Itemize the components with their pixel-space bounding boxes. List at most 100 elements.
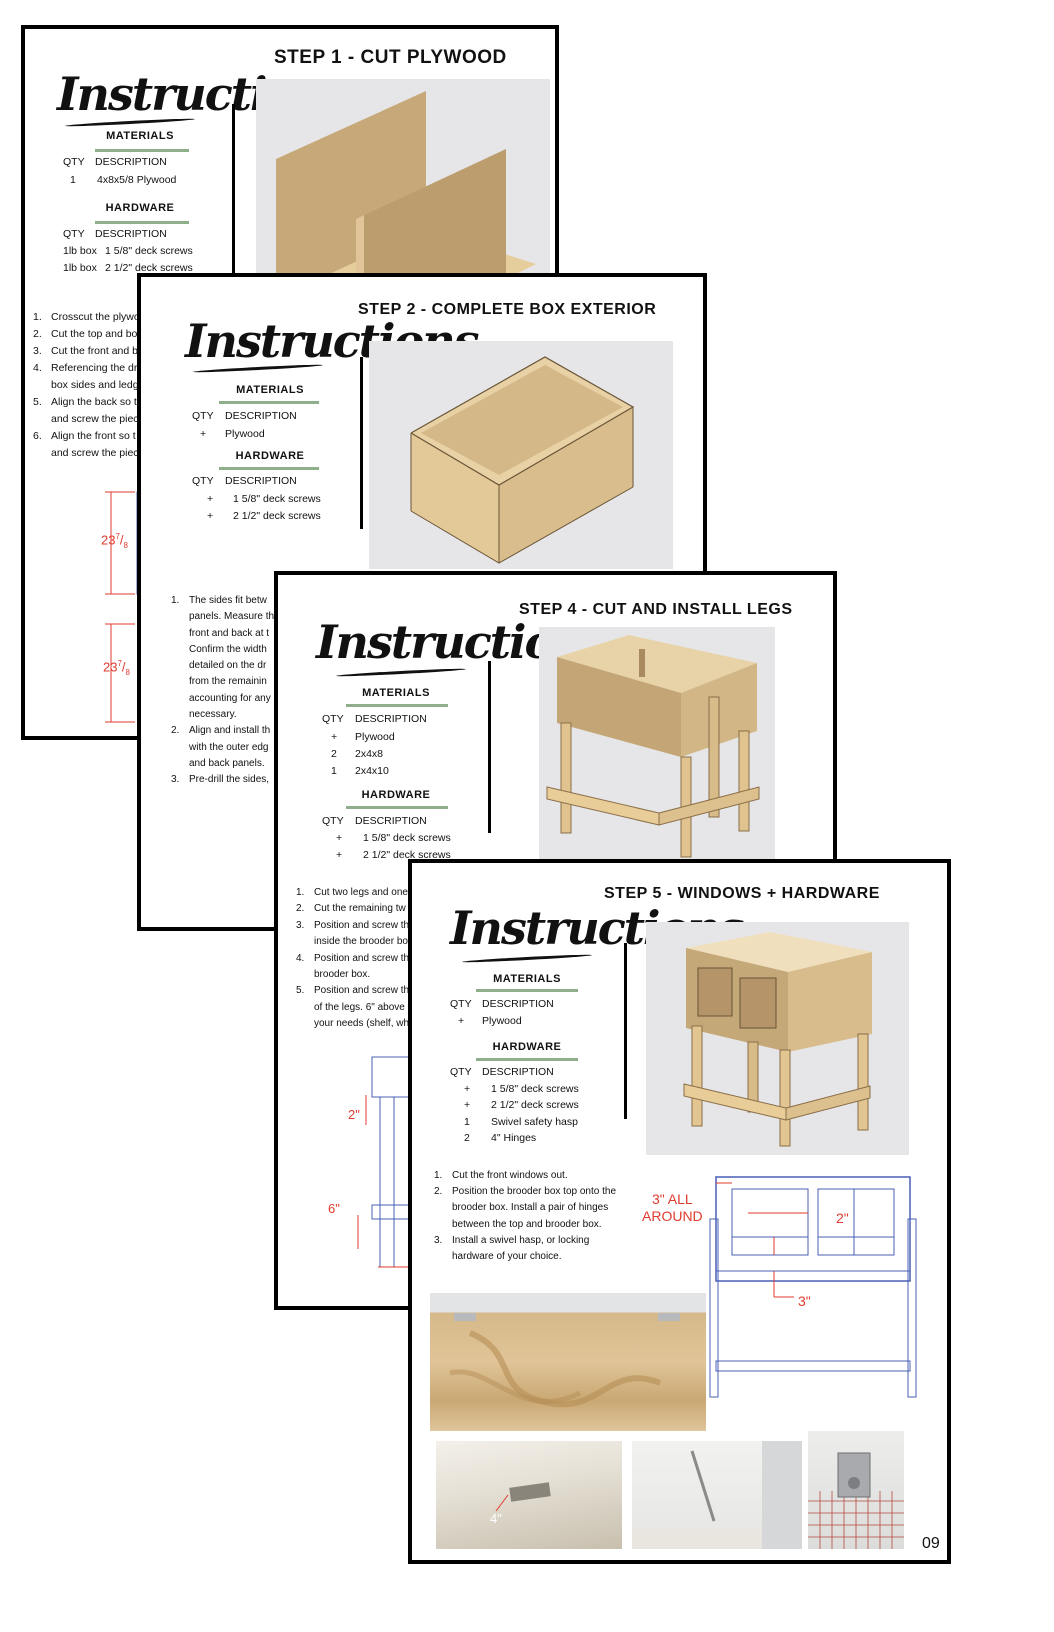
- hardware-desc: 1 5/8" deck screws: [105, 245, 193, 257]
- plywood-render: [256, 79, 550, 279]
- windows-render: [646, 922, 909, 1155]
- hasp-photo: [632, 1441, 802, 1549]
- material-qty: +: [331, 731, 338, 743]
- step-item: 1.Crosscut the plywo: [33, 311, 140, 323]
- hinge-photo: [436, 1441, 622, 1549]
- step-item: 2.Cut the top and bo: [33, 328, 138, 340]
- desc-header: DESCRIPTION: [482, 1066, 554, 1078]
- hardware-qty: 1lb box: [63, 245, 97, 257]
- divider: [624, 943, 627, 1119]
- hardware-desc: 2 1/2" deck screws: [105, 262, 193, 274]
- hardware-desc: 1 5/8" deck screws: [233, 493, 321, 505]
- step-item: Confirm the width: [189, 643, 267, 655]
- box-render: [369, 341, 673, 569]
- qty-header: QTY: [322, 713, 344, 725]
- step-item: 1.The sides fit betw: [171, 595, 267, 606]
- step-list: 1.Cut the front windows out. 2.Position …: [434, 1168, 619, 1265]
- step-item: accounting for any: [189, 692, 271, 704]
- step-list: 1.The sides fit betw panels. Measure th …: [171, 593, 274, 789]
- materials-label: MATERIALS: [493, 973, 561, 985]
- material-desc: 2x4x10: [355, 765, 389, 777]
- divider: [360, 357, 363, 529]
- step-item: from the remainin: [189, 676, 267, 688]
- hardware-qty: +: [336, 832, 343, 844]
- desc-header: DESCRIPTION: [355, 815, 427, 827]
- hardware-qty: 1lb box: [63, 262, 97, 274]
- step-item: 6.Align the front so t: [33, 430, 136, 442]
- hardware-desc: 4" Hinges: [491, 1132, 537, 1144]
- legs-render: [539, 627, 775, 863]
- step-item: front and back at t: [189, 627, 270, 639]
- hardware-qty: 1: [464, 1116, 470, 1128]
- desc-header: DESCRIPTION: [225, 475, 297, 487]
- step-item: 1.Cut the front windows out.: [434, 1170, 568, 1181]
- step-item: 2.Cut the remaining tw: [296, 903, 406, 915]
- divider: [232, 104, 235, 274]
- step-item: and screw the piec: [51, 447, 139, 459]
- dimension-label: 237/8: [103, 659, 130, 677]
- dimension-label: 2": [348, 1107, 360, 1122]
- qty-header: QTY: [192, 410, 214, 422]
- material-desc: Plywood: [355, 731, 395, 743]
- materials-rule: [476, 989, 578, 992]
- desc-header: DESCRIPTION: [482, 998, 554, 1010]
- heading-swoosh: [336, 667, 466, 678]
- qty-header: QTY: [63, 156, 85, 168]
- page-step5: Instructions STEP 5 - WINDOWS + HARDWARE…: [408, 859, 951, 1564]
- step-item: inside the brooder bo: [314, 936, 408, 948]
- materials-rule: [95, 149, 189, 152]
- windows-illustration: [683, 932, 872, 1147]
- material-qty: 1: [70, 174, 76, 186]
- qty-header: QTY: [63, 228, 85, 240]
- hardware-desc: 2 1/2" deck screws: [233, 510, 321, 522]
- desc-header: DESCRIPTION: [355, 713, 427, 725]
- step-item: detailed on the dr: [189, 660, 267, 672]
- hardware-label: HARDWARE: [105, 202, 175, 214]
- step-item: of the legs. 6" above: [314, 1001, 405, 1013]
- hardware-rule: [95, 221, 189, 224]
- dimension-label: 237/8: [101, 532, 128, 550]
- step-item: brooder box.: [314, 969, 371, 981]
- step-item: 5.Align the back so t: [33, 396, 137, 408]
- materials-label: MATERIALS: [236, 384, 304, 396]
- hardware-qty: +: [464, 1099, 471, 1111]
- step-title: STEP 4 - CUT AND INSTALL LEGS: [519, 601, 793, 618]
- material-desc: Plywood: [482, 1015, 522, 1027]
- hardware-rule: [346, 806, 448, 809]
- step-item: 3.Install a swivel hasp, or locking hard…: [434, 1234, 590, 1263]
- step-item: 3.Pre-drill the sides,: [171, 774, 270, 786]
- step-title: STEP 5 - WINDOWS + HARDWARE: [604, 885, 880, 902]
- material-desc: 4x8x5/8 Plywood: [97, 174, 177, 186]
- materials-label: MATERIALS: [106, 130, 174, 142]
- step-item: 1.Cut two legs and one: [296, 887, 408, 898]
- step-item: and back panels.: [189, 757, 265, 769]
- qty-header: QTY: [322, 815, 344, 827]
- step-item: 3.Cut the front and b: [33, 345, 138, 357]
- dimension-label: 6": [328, 1201, 340, 1216]
- step-list: 1.Cut two legs and one 2.Cut the remaini…: [296, 885, 409, 1033]
- hinge-illustration: [495, 1482, 551, 1512]
- hasp-illustration: [632, 1441, 802, 1549]
- legs-illustration: [546, 635, 760, 858]
- material-desc: Plywood: [225, 428, 265, 440]
- hardware-rule: [219, 467, 319, 470]
- heading-swoosh: [462, 953, 592, 964]
- materials-label: MATERIALS: [362, 687, 430, 699]
- hardware-qty: +: [464, 1083, 471, 1095]
- qty-header: QTY: [192, 475, 214, 487]
- step-item: box sides and ledg: [51, 379, 139, 391]
- step-item: 4.Position and screw th: [296, 952, 410, 964]
- step-item: 2.Position the brooder box top onto the …: [434, 1186, 617, 1230]
- step-title: STEP 1 - CUT PLYWOOD: [274, 47, 507, 68]
- wood-grain: [449, 1313, 680, 1408]
- hardware-desc: 1 5/8" deck screws: [491, 1083, 579, 1095]
- step-item: 4.Referencing the dr: [33, 362, 138, 374]
- page-number: 09: [922, 1535, 940, 1552]
- step-title: STEP 2 - COMPLETE BOX EXTERIOR: [358, 301, 657, 318]
- desc-header: DESCRIPTION: [95, 228, 167, 240]
- materials-rule: [346, 704, 448, 707]
- hardware-desc: Swivel safety hasp: [491, 1116, 578, 1128]
- material-qty: 1: [331, 765, 337, 777]
- hardware-qty: +: [207, 510, 214, 522]
- hardware-label: HARDWARE: [235, 450, 305, 462]
